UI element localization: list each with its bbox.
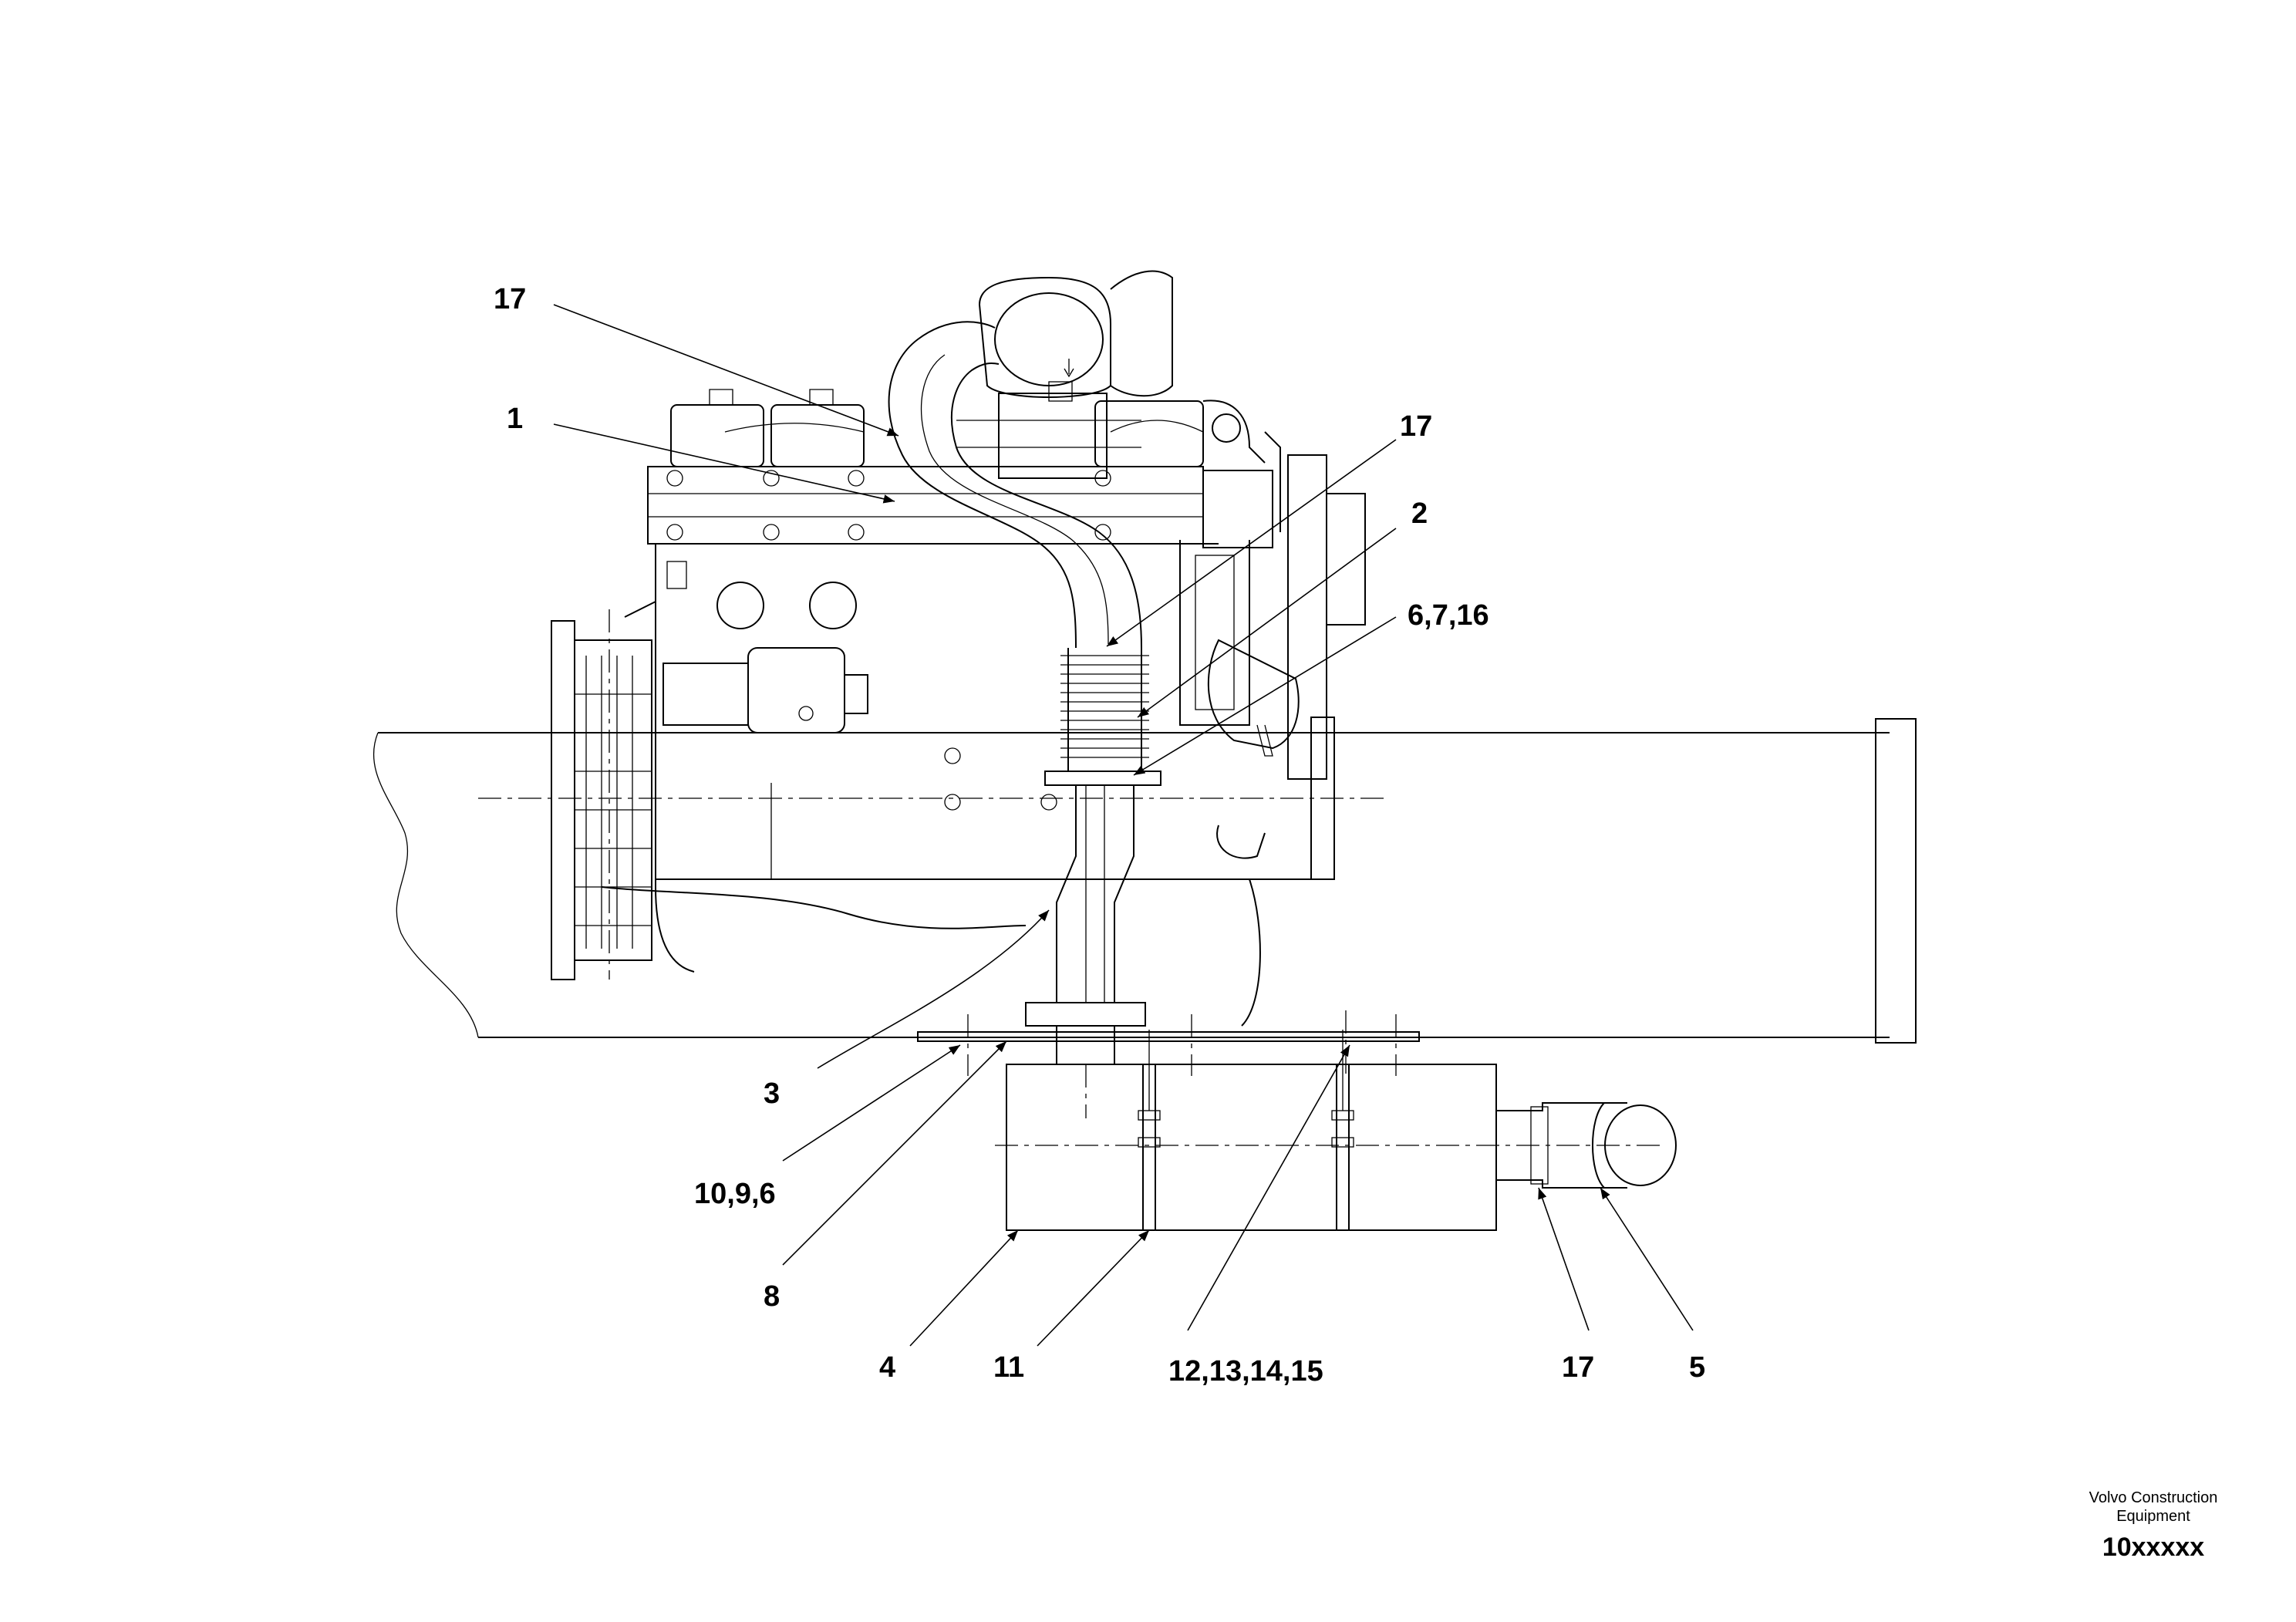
callout-11: 11 xyxy=(993,1351,1024,1384)
drawing-code: 10xxxxx xyxy=(2102,1533,2204,1562)
leader-lines xyxy=(553,304,1694,1347)
title-block: Volvo Construction Equipment 10xxxxx xyxy=(2089,1489,2218,1562)
callout-3: 3 xyxy=(764,1077,780,1110)
company-name-line1: Volvo Construction xyxy=(2089,1489,2218,1506)
callout-17-turbo: 17 xyxy=(494,283,526,315)
callout-5: 5 xyxy=(1689,1351,1705,1384)
callout-6-7-16: 6,7,16 xyxy=(1408,599,1489,632)
callout-17-bellows: 17 xyxy=(1400,410,1432,443)
exhaust-pipe xyxy=(888,321,1161,1118)
chassis-frame xyxy=(373,718,1917,1044)
company-name-line2: Equipment xyxy=(2116,1508,2190,1525)
callout-1: 1 xyxy=(507,403,523,435)
callout-8: 8 xyxy=(764,1280,780,1313)
callout-labels: 17 1 17 2 6,7,16 3 10,9,6 8 4 11 12,13,1… xyxy=(494,283,1705,1388)
muffler-assembly xyxy=(917,1010,1677,1231)
callout-12-13-14-15: 12,13,14,15 xyxy=(1168,1355,1323,1388)
callout-17-tailpipe: 17 xyxy=(1562,1351,1594,1384)
engine-block xyxy=(551,270,1366,1027)
callout-10-9-6: 10,9,6 xyxy=(694,1178,776,1210)
callout-2: 2 xyxy=(1411,497,1428,530)
callout-4: 4 xyxy=(879,1351,895,1384)
